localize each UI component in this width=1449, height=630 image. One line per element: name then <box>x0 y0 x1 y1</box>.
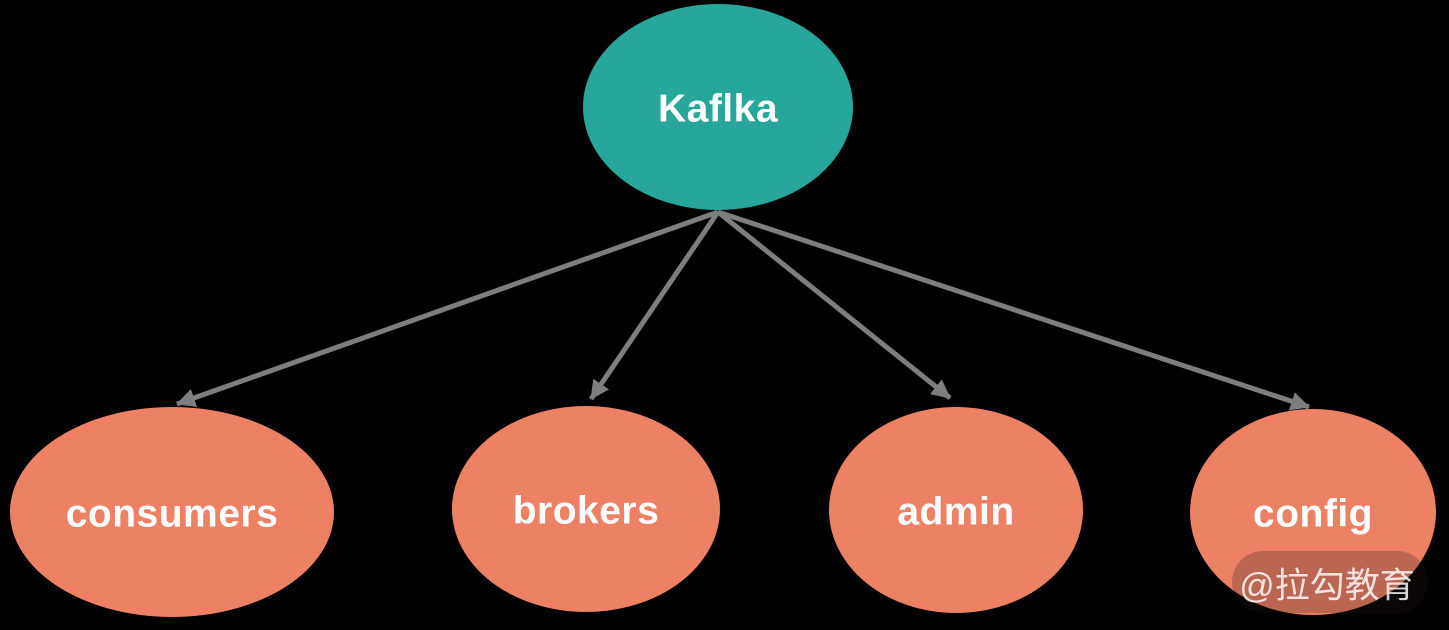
watermark-badge <box>1232 551 1428 613</box>
node-label-kaflka: Kaflka <box>658 88 778 131</box>
edge-kaflka-to-brokers <box>588 210 721 401</box>
node-ellipse-kaflka <box>583 4 853 210</box>
node-config: config <box>1190 409 1436 615</box>
node-ellipse-consumers <box>10 407 334 617</box>
node-admin: admin <box>829 407 1083 613</box>
node-consumers: consumers <box>10 407 334 617</box>
node-label-consumers: consumers <box>66 493 279 536</box>
watermark: @拉勾教育 <box>1232 551 1428 613</box>
node-ellipse-config <box>1190 409 1436 615</box>
node-label-admin: admin <box>897 491 1014 534</box>
node-ellipse-admin <box>829 407 1083 613</box>
edge-kaflka-to-config <box>717 209 1310 411</box>
node-label-brokers: brokers <box>513 490 660 533</box>
node-ellipse-brokers <box>452 406 720 612</box>
watermark-text: @拉勾教育 <box>1239 567 1415 606</box>
node-label-config: config <box>1253 493 1373 536</box>
node-kaflka: Kaflka <box>583 4 853 210</box>
node-brokers: brokers <box>452 406 720 612</box>
edge-kaflka-to-consumers <box>176 209 719 407</box>
edge-kaflka-to-admin <box>716 210 952 400</box>
